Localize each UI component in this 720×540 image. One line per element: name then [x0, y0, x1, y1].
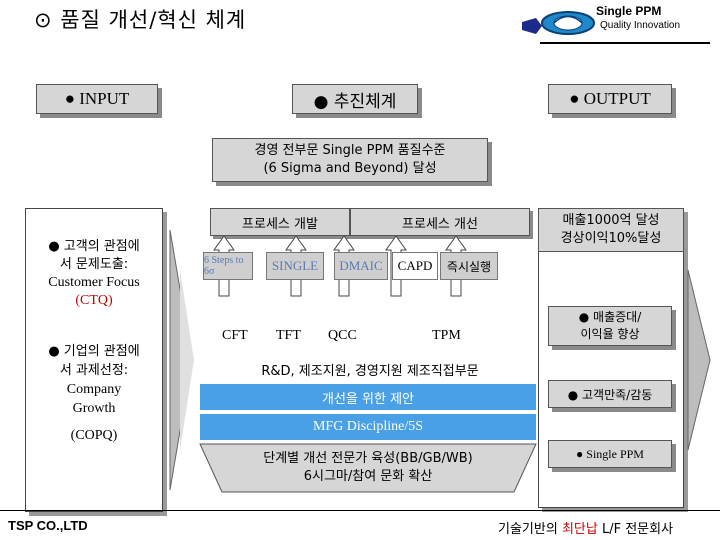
goal-line2: (6 Sigma and Beyond) 달성: [263, 161, 437, 176]
input-item2-line4: Growth: [72, 401, 116, 416]
chip-dmaic: DMAIC: [334, 252, 388, 280]
chip-immediate: 즉시실행: [440, 252, 498, 280]
output-item-sales: ● 매출증대/ 이익율 향상: [548, 306, 672, 346]
support-departments: R&D, 제조지원, 경영지원 제조직접부문: [261, 364, 479, 379]
base-text: 단계별 개선 전문가 육성(BB/GB/WB) 6시그마/참여 문화 확산: [196, 450, 540, 486]
goal-box: 경영 전부문 Single PPM 품질수준 (6 Sigma and Beyo…: [212, 138, 488, 182]
mfg-discipline-band: MFG Discipline/5S: [200, 414, 536, 440]
tab-process-development: 프로세스 개발: [210, 208, 350, 236]
input-header: ● INPUT: [36, 84, 158, 114]
input-panel: [25, 208, 163, 512]
quality-globe-logo: [522, 11, 595, 35]
output-item1-line1: ● 매출증대/: [578, 310, 642, 324]
chip-single: SINGLE: [266, 252, 324, 280]
output-arrows: [687, 269, 711, 451]
footer-divider: [0, 510, 720, 511]
chip-cft: CFT: [222, 328, 248, 343]
brand-subtitle: Quality Innovation: [600, 20, 681, 31]
goal-line1: 경영 전부문 Single PPM 품질수준: [254, 143, 446, 158]
brand-name: Single PPM: [596, 4, 662, 18]
output-header: ● OUTPUT: [548, 84, 672, 114]
input-item2-line2: 서 과제선정:: [59, 363, 129, 378]
input-item1-line1: ● 고객의 관점에: [48, 239, 140, 254]
output-target-line1: 매출1000억 달성: [562, 213, 660, 228]
ctq-label: (CTQ): [75, 293, 113, 308]
process-header: ● 추진체계: [292, 84, 418, 114]
chip-qcc: QCC: [328, 328, 357, 343]
chip-tpm: TPM: [432, 328, 461, 343]
chip-tft: TFT: [276, 328, 301, 343]
output-item-ppm: ● Single PPM: [548, 440, 672, 468]
output-target-line2: 경상이익10%달성: [560, 231, 662, 246]
input-arrows: [169, 229, 194, 491]
input-item2-line3: Company: [66, 382, 122, 397]
footer-tag-pre: 기술기반의: [498, 522, 562, 537]
output-target-box: 매출1000억 달성 경상이익10%달성: [538, 208, 684, 252]
tab-process-improvement: 프로세스 개선: [350, 208, 530, 236]
output-item-satisfaction: ● 고객만족/감동: [548, 380, 672, 408]
base-line2: 6시그마/참여 문화 확산: [303, 469, 433, 484]
output-item1-line2: 이익율 향상: [580, 327, 640, 341]
footer-company: TSP CO.,LTD: [8, 518, 88, 533]
copq-label: (COPQ): [70, 428, 118, 443]
brand-underline: [540, 42, 710, 44]
input-item-company: ● 기업의 관점에 서 과제선정: Company Growth (COPQ): [27, 342, 161, 445]
base-line1: 단계별 개선 전문가 육성(BB/GB/WB): [263, 451, 473, 466]
input-item1-line3: Customer Focus: [48, 275, 140, 290]
input-item-customer: ● 고객의 관점에 서 문제도출: Customer Focus (CTQ): [27, 238, 161, 310]
footer-tagline: 기술기반의 최단납 L/F 전문회사: [498, 518, 673, 537]
input-item2-line1: ● 기업의 관점에: [48, 344, 140, 359]
input-item1-line2: 서 문제도출:: [59, 257, 129, 272]
footer-tag-highlight: 최단납: [561, 522, 598, 537]
chip-6-steps: 6 Steps to 6σ: [203, 252, 253, 280]
footer-tag-post: L/F 전문회사: [597, 522, 674, 537]
proposal-band: 개선을 위한 제안: [200, 384, 536, 410]
base-trapezoid: [199, 443, 537, 493]
flow-arrows: [213, 236, 467, 297]
page-title: ⊙ 품질 개선/혁신 체계: [34, 8, 247, 32]
chip-capd: CAPD: [392, 252, 438, 280]
